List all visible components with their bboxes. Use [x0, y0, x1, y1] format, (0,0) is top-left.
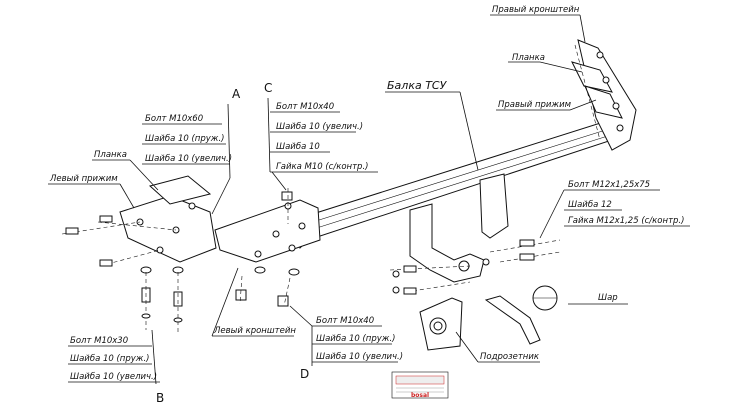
svg-text:B: B: [156, 391, 164, 405]
svg-text:Шайба 12: Шайба 12: [568, 200, 612, 210]
svg-text:C: C: [264, 81, 272, 95]
socket-plate: [419, 297, 463, 351]
group-a-callout: A Болт М10х60 Шайба 10 (пруж.) Шайба 10 …: [142, 87, 241, 215]
svg-text:Болт М10х40: Болт М10х40: [276, 102, 334, 112]
svg-text:Шар: Шар: [598, 293, 618, 303]
group-d-callout: Болт М10х40 Шайба 10 (пруж.) Шайба 10 (у…: [289, 305, 403, 381]
group-b-callout: Болт М10х30 Шайба 10 (пруж.) Шайба 10 (у…: [68, 329, 164, 405]
right-bracket: [571, 39, 637, 151]
group-c-callout: C Болт М10х40 Шайба 10 (увелич.) Шайба 1…: [264, 81, 378, 191]
svg-text:Шайба 10: Шайба 10: [276, 142, 320, 152]
label-plate-left: Планка: [92, 150, 159, 191]
svg-text:Болт М12х1,25х75: Болт М12х1,25х75: [568, 180, 650, 190]
label-left-clamp: Левый прижим: [48, 174, 135, 209]
svg-text:Шайба 10 (пруж.): Шайба 10 (пруж.): [145, 134, 224, 144]
label-plate-right: Планка: [508, 53, 583, 73]
right-fasteners-callout: Болт М12х1,25х75 Шайба 12 Гайка М12х1,25…: [539, 180, 690, 239]
label-left-bracket: Левый кронштейн: [211, 267, 296, 337]
svg-text:Правый кронштейн: Правый кронштейн: [492, 5, 580, 15]
svg-text:Болт М10х60: Болт М10х60: [145, 114, 203, 124]
svg-text:Шайба 10 (пруж.): Шайба 10 (пруж.): [70, 354, 149, 364]
label-ball: Шар: [568, 293, 628, 305]
svg-text:Шайба 10 (увелич.): Шайба 10 (увелич.): [316, 352, 403, 362]
svg-text:Шайба 10 (увелич.): Шайба 10 (увелич.): [276, 122, 363, 132]
right-fasteners-parts: [389, 239, 561, 295]
svg-text:Шайба 10 (увелич.): Шайба 10 (увелич.): [145, 154, 232, 164]
label-right-bracket: Правый кронштейн: [490, 5, 586, 43]
svg-text:Шайба 10 (увелич.): Шайба 10 (увелич.): [70, 372, 157, 382]
left-fasteners-parts: [65, 215, 184, 334]
svg-text:Балка ТСУ: Балка ТСУ: [387, 79, 448, 92]
svg-text:Подрозетник: Подрозетник: [480, 352, 540, 362]
svg-text:bosal: bosal: [411, 392, 429, 399]
left-bracket: [214, 199, 321, 263]
left-plates: [61, 175, 217, 267]
label-socket-plate: Подрозетник: [455, 331, 540, 363]
svg-text:Гайка М10 (с/контр.): Гайка М10 (с/контр.): [276, 162, 368, 172]
svg-text:D: D: [300, 367, 309, 381]
svg-text:Планка: Планка: [512, 53, 545, 63]
svg-text:Гайка М12х1,25 (с/контр.): Гайка М12х1,25 (с/контр.): [568, 216, 684, 226]
svg-text:Правый прижим: Правый прижим: [498, 100, 572, 110]
bosal-logo: bosal: [391, 371, 449, 399]
svg-text:Левый прижим: Левый прижим: [49, 174, 118, 184]
svg-text:Болт М10х40: Болт М10х40: [316, 316, 374, 326]
label-right-clamp: Правый прижим: [496, 99, 597, 111]
hitch-mount: [409, 173, 509, 283]
svg-text:Шайба 10 (пруж.): Шайба 10 (пруж.): [316, 334, 395, 344]
tow-ball: [484, 285, 558, 345]
cd-fasteners-parts: [235, 188, 300, 307]
svg-text:Болт М10х30: Болт М10х30: [70, 336, 128, 346]
svg-text:Левый кронштейн: Левый кронштейн: [213, 326, 296, 336]
svg-text:Планка: Планка: [94, 150, 127, 160]
svg-text:A: A: [232, 87, 241, 101]
label-beam: Балка ТСУ: [385, 79, 479, 171]
